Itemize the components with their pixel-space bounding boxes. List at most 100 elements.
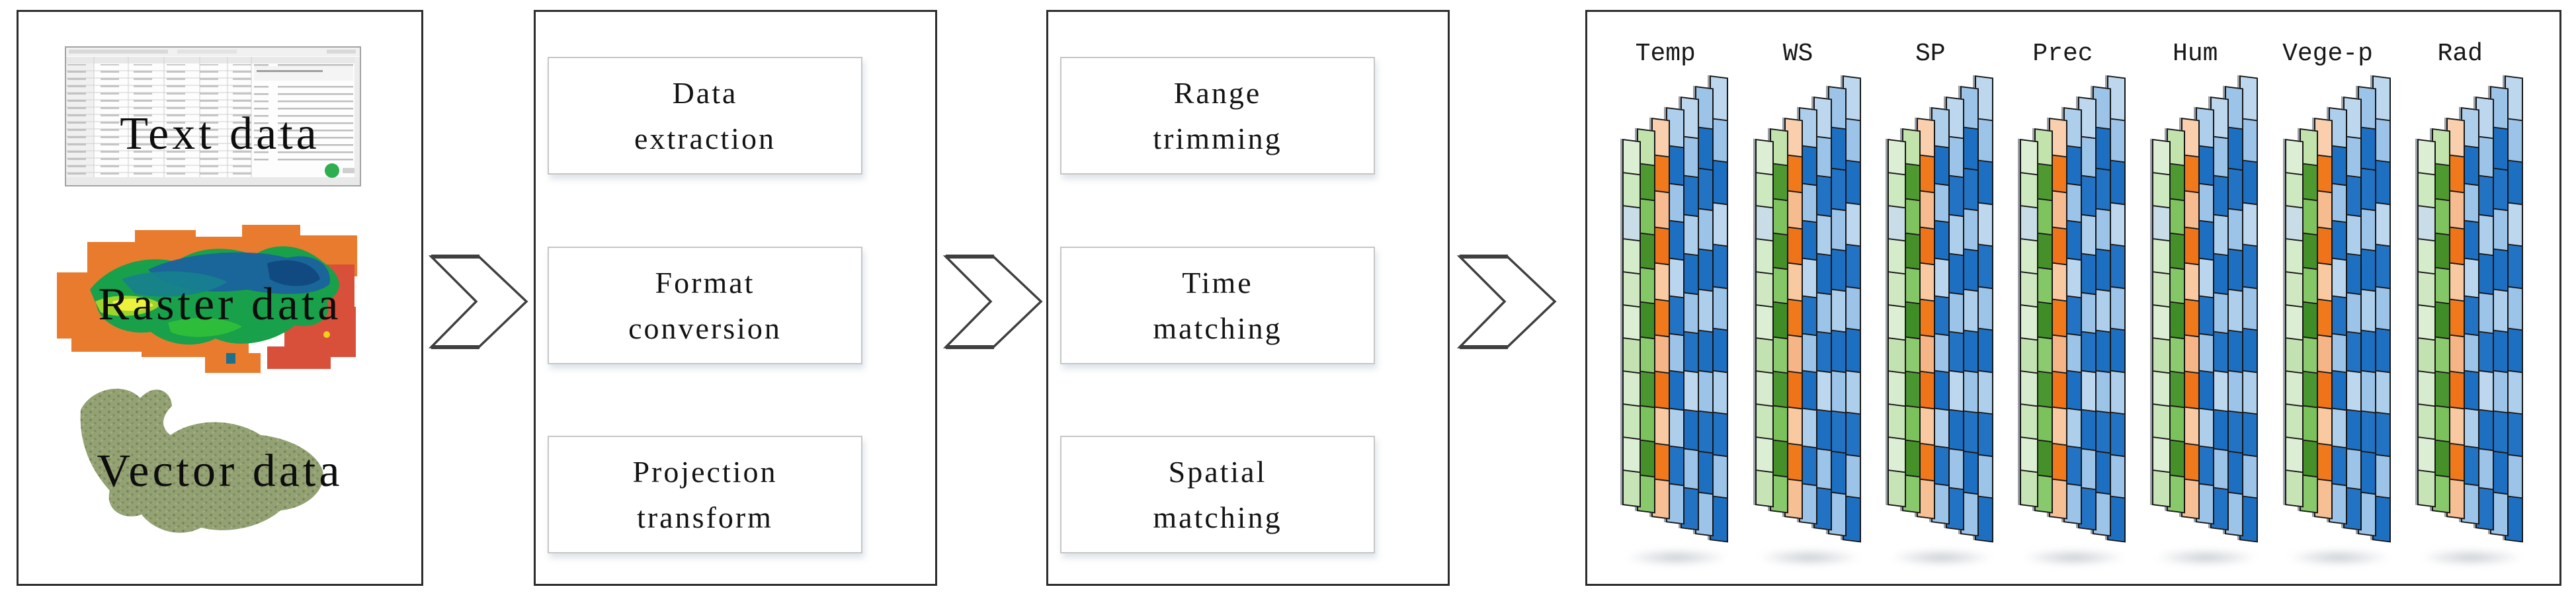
data-sheet-pale-green [1755, 139, 1774, 508]
grid-cell [2286, 405, 2302, 440]
grid-cell [1624, 471, 1640, 506]
grid-cell [2153, 471, 2170, 506]
grid-cell [2286, 372, 2302, 407]
grid-cell [1756, 405, 1772, 440]
step-range-trimming: Range trimming [1060, 57, 1375, 175]
grid-cell [1756, 140, 1772, 176]
grid-cell [1888, 206, 1905, 242]
variable-label: Prec [2032, 40, 2093, 68]
grid-cell [2153, 372, 2170, 407]
flow-arrow-icon [1457, 255, 1557, 349]
grid-cell [2418, 438, 2434, 473]
matching-panel: Range trimming Time matching Spatial mat… [1046, 10, 1450, 586]
layer-stack [2152, 75, 2259, 566]
grid-cell [2286, 239, 2302, 275]
data-sheet-pale-green [1887, 139, 1906, 508]
grid-cell [2021, 405, 2037, 440]
grid-cell [1624, 140, 1640, 176]
step-format-conversion: Format conversion [548, 246, 862, 364]
grid-cell [2418, 173, 2434, 209]
stack-shadow [1757, 549, 1860, 566]
grid-cell [1888, 239, 1905, 275]
data-sheet-pale-green [1622, 139, 1641, 508]
grid-cell [2021, 372, 2037, 407]
grid-cell [2153, 339, 2170, 374]
stack-shadow [2022, 549, 2125, 566]
grid-cell [2021, 272, 2037, 308]
grid-cell [1888, 140, 1905, 176]
variable-label: Hum [2173, 40, 2218, 68]
grid-cell [1624, 272, 1640, 308]
stack-shadow [1625, 549, 1728, 566]
step-label: Range trimming [1153, 76, 1282, 155]
spreadsheet-logo-dot [325, 163, 339, 178]
grid-cell [1888, 339, 1905, 374]
grid-cell [2021, 140, 2037, 176]
variable-column: Rad [2414, 37, 2528, 584]
step-time-matching: Time matching [1060, 246, 1375, 364]
grid-cell [1888, 405, 1905, 440]
grid-cell [1624, 339, 1640, 374]
grid-cell [2418, 405, 2434, 440]
grid-cell [1756, 206, 1772, 242]
grid-cell [1888, 372, 1905, 407]
variable-column: Prec [2016, 37, 2130, 584]
steps-container: Range trimming Time matching Spatial mat… [1048, 12, 1448, 584]
grid-cell [1756, 438, 1772, 473]
raster-landmass [90, 246, 339, 345]
grid-cell [1624, 372, 1640, 407]
grid-cell [2286, 272, 2302, 308]
variable-column: Vege-p [2282, 37, 2395, 584]
variable-column: Temp [1619, 37, 1733, 584]
stack-shadow [2155, 549, 2258, 566]
stack-shadow [2287, 549, 2390, 566]
layer-stack [1755, 75, 1862, 566]
raster-map-image [49, 223, 372, 377]
raster-islet [226, 353, 235, 364]
step-projection-transform: Projection transform [548, 436, 862, 553]
layer-stack [2284, 75, 2392, 566]
grid-cell [2153, 305, 2170, 341]
grid-cell [2153, 239, 2170, 275]
grid-cell [2021, 339, 2037, 374]
grid-cell [1756, 372, 1772, 407]
grid-cell [2418, 372, 2434, 407]
grid-cell [2021, 173, 2037, 209]
step-label: Spatial matching [1153, 455, 1282, 534]
variable-label: Rad [2437, 40, 2483, 68]
grid-cell [2418, 471, 2434, 506]
stack-shadow [1890, 549, 1993, 566]
grid-cell [1756, 471, 1772, 506]
grid-cell [2021, 471, 2037, 506]
variable-column: SP [1884, 37, 1998, 584]
grid-cell [2418, 339, 2434, 374]
grid-cell [2021, 239, 2037, 275]
input-item-label: Vector data [97, 446, 343, 497]
grid-cell [2021, 206, 2037, 242]
input-item-label: Raster data [98, 279, 342, 330]
grid-cell [2418, 272, 2434, 308]
step-label: Format conversion [628, 265, 782, 345]
grid-cell [1888, 305, 1905, 341]
steps-container: Data extraction Format conversion Projec… [536, 12, 935, 584]
grid-cell [1624, 405, 1640, 440]
grid-cell [1888, 173, 1905, 209]
variable-column: Hum [2149, 37, 2263, 584]
grid-cell [2286, 206, 2302, 242]
grid-cell [2286, 339, 2302, 374]
grid-cell [1624, 305, 1640, 341]
layer-stack [1622, 75, 1729, 566]
variable-label: Temp [1635, 40, 1696, 68]
spreadsheet-graphic [65, 46, 361, 186]
grid-cell [2153, 173, 2170, 209]
step-label: Projection transform [632, 455, 778, 534]
grid-cell [2153, 438, 2170, 473]
data-sheet-pale-green [2417, 139, 2436, 508]
input-item-label: Text data [120, 108, 320, 159]
input-data-panel: Text data Raster data Vector data [17, 10, 423, 586]
grid-cell [2286, 173, 2302, 209]
step-label: Time matching [1153, 265, 1282, 345]
grid-cell [2153, 405, 2170, 440]
